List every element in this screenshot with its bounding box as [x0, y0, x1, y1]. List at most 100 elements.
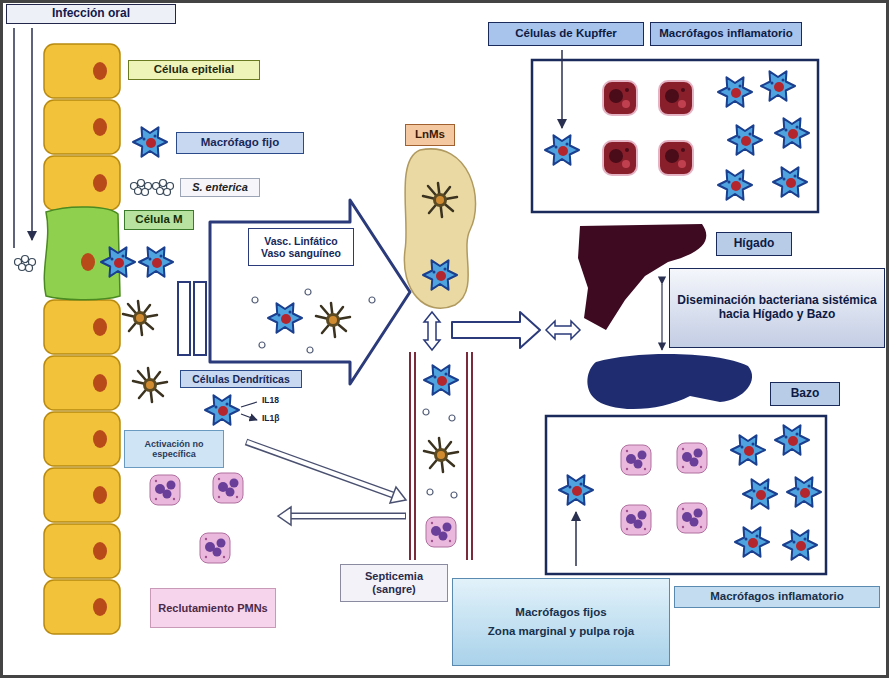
- epithelial-cell: [44, 44, 120, 98]
- nucleus: [93, 118, 107, 136]
- m-cell: [44, 207, 120, 300]
- bacterium: [423, 409, 429, 415]
- spleen: [587, 354, 752, 409]
- macrophage: [718, 77, 752, 106]
- inflammatory-cell: [603, 141, 637, 175]
- label-box: Macrófagos fijosZona marginal y pulpa ro…: [452, 578, 670, 666]
- double-arrow: [424, 312, 440, 350]
- outline-arrow: [452, 312, 540, 348]
- macrophage: [268, 303, 302, 332]
- callout-box: Diseminación bacteriana sistémica hacia …: [669, 268, 885, 348]
- label-text: Células Dendríticas: [192, 373, 289, 385]
- inflammatory-cell: [659, 141, 693, 175]
- label-box: Vasc. Linfático Vaso sanguíneo: [248, 228, 354, 266]
- macrophage: [139, 247, 173, 276]
- macrophage: [424, 365, 458, 394]
- epithelial-cell: [44, 356, 120, 410]
- macrophage: [559, 475, 593, 504]
- blood-vessel: [410, 352, 472, 560]
- nuclei: [93, 62, 107, 616]
- label-box: Bazo: [770, 382, 840, 406]
- neutrophil: [677, 443, 707, 473]
- bacterium: [252, 297, 258, 303]
- macrophage: [205, 395, 239, 424]
- label-box: LnMs: [405, 124, 455, 146]
- bacterium: [307, 347, 313, 353]
- label-box: Reclutamiento PMNs: [150, 588, 276, 628]
- kupffer-cell: [545, 135, 579, 164]
- label-text: Macrófagos fijos: [515, 606, 606, 619]
- epithelial-cell: [44, 300, 120, 354]
- epithelium: [44, 44, 120, 634]
- macrophage: [728, 125, 762, 154]
- vessel-arrow: [210, 200, 410, 384]
- label-text: Reclutamiento PMNs: [158, 602, 267, 615]
- macrophage: [718, 170, 752, 199]
- label-text: Bazo: [791, 387, 820, 401]
- label-box: Célula M: [124, 210, 194, 230]
- note-box: Activación no específica: [124, 430, 224, 468]
- label-text: Diseminación bacteriana sistémica hacia …: [675, 294, 879, 322]
- bar: [194, 282, 206, 355]
- macrophage: [101, 247, 135, 276]
- macrophage: [775, 425, 809, 454]
- dendritic-cell: [316, 303, 350, 337]
- label-box: Macrófago fijo: [176, 132, 304, 154]
- epithelial-cell: [44, 580, 120, 634]
- leader-arrow: [561, 50, 563, 128]
- macrophage: [423, 260, 457, 289]
- label-text: Infección oral: [52, 7, 130, 21]
- nucleus: [93, 542, 107, 560]
- nucleus: [93, 486, 107, 504]
- bacteria: [15, 256, 36, 272]
- nucleus: [93, 62, 107, 80]
- bacterium: [369, 297, 375, 303]
- dendritic-cell: [133, 368, 167, 402]
- label-text: Activación no específica: [130, 439, 218, 460]
- infection-arrow: [14, 28, 32, 248]
- double-arrow: [661, 284, 662, 350]
- cytokine-label: IL18: [262, 395, 279, 405]
- macrophage: [787, 477, 821, 506]
- bacterium: [259, 342, 265, 348]
- nucleus: [93, 430, 107, 448]
- outline-arrow: [246, 442, 406, 503]
- inflammatory-cell: [659, 81, 693, 115]
- macrophage: [735, 527, 769, 556]
- macrophage: [775, 118, 809, 147]
- nucleus: [93, 318, 107, 336]
- label-text: Macrófago fijo: [201, 136, 280, 149]
- dendritic-cell: [123, 301, 157, 335]
- macrophage: [773, 167, 807, 196]
- arrow-shaft: [247, 442, 393, 495]
- epithelial-cell: [44, 412, 120, 466]
- label-box: Células de Kupffer: [488, 22, 644, 46]
- dendritic-cell: [423, 183, 457, 217]
- neutrophil: [621, 445, 651, 475]
- arrow-head: [390, 487, 406, 503]
- arrow-shaft: [246, 442, 393, 495]
- label-box: Células Dendríticas: [180, 370, 302, 388]
- label-text: Célula M: [135, 213, 182, 226]
- macrophage: [133, 127, 167, 156]
- spleen-panel: [546, 416, 826, 574]
- double-arrow: [546, 321, 580, 339]
- neutrophil: [150, 475, 180, 505]
- label-text: Vasc. Linfático Vaso sanguíneo: [254, 235, 348, 259]
- dendritic-cell: [424, 438, 458, 472]
- label-box: Hígado: [716, 232, 792, 256]
- title-box: Infección oral: [6, 4, 176, 24]
- label-text: Hígado: [734, 237, 775, 251]
- neutrophil: [621, 505, 651, 535]
- epithelial-cell: [44, 524, 120, 578]
- nucleus: [93, 374, 107, 392]
- label-text: Macrófagos inflamatorio: [659, 27, 793, 40]
- macrophage: [743, 479, 777, 508]
- neutrophil: [200, 533, 230, 563]
- outline-arrow: [278, 507, 406, 525]
- nucleus: [93, 174, 107, 192]
- label-text: Zona marginal y pulpa roja: [488, 625, 634, 638]
- label-text: Células de Kupffer: [515, 27, 617, 40]
- inflammatory-cell: [603, 81, 637, 115]
- label-box: Macrófagos inflamatorio: [650, 22, 802, 46]
